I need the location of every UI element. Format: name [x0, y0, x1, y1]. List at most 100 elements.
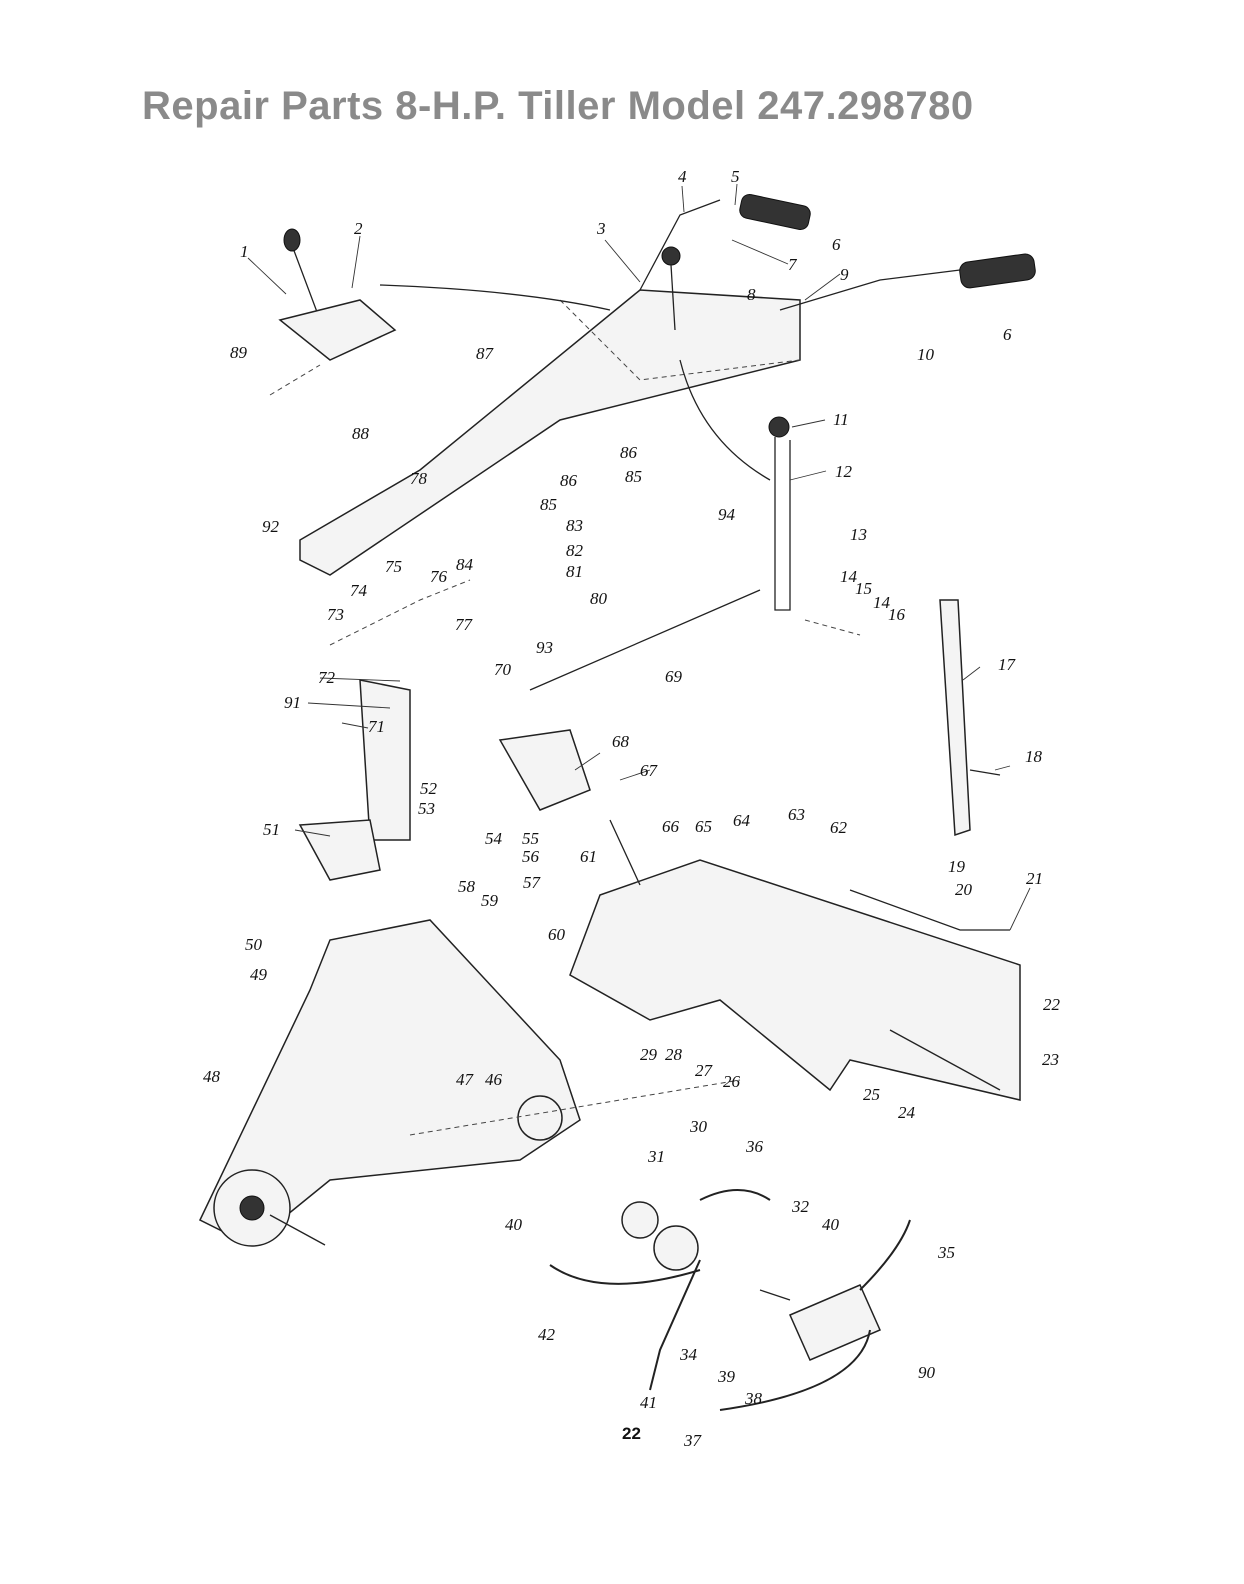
part-label: 63	[788, 805, 805, 824]
part-label: 4	[678, 167, 687, 186]
throttle-control	[269, 228, 611, 396]
part-label: 86	[620, 443, 638, 462]
part-labels: 1 2 3 4 5 6 6 7 8 9 10 11 12 13 14 14 15…	[203, 167, 1061, 1450]
part-label: 14	[840, 567, 858, 586]
part-label: 17	[998, 655, 1017, 674]
part-label: 69	[665, 667, 683, 686]
part-label: 93	[536, 638, 553, 657]
part-label: 2	[354, 219, 363, 238]
part-label: 94	[718, 505, 736, 524]
page-title: Repair Parts 8-H.P. Tiller Model 247.298…	[142, 84, 974, 128]
part-label: 30	[689, 1117, 708, 1136]
part-label: 66	[662, 817, 680, 836]
part-label: 85	[625, 467, 642, 486]
part-label: 23	[1042, 1050, 1059, 1069]
part-label: 75	[385, 557, 402, 576]
part-label: 56	[522, 847, 540, 866]
part-label: 22	[1043, 995, 1061, 1014]
part-label: 21	[1026, 869, 1043, 888]
part-label: 71	[368, 717, 385, 736]
part-label: 60	[548, 925, 566, 944]
part-label: 40	[505, 1215, 523, 1234]
handlebar-assembly	[299, 193, 1036, 576]
part-label: 3	[596, 219, 606, 238]
chain-case	[199, 919, 741, 1247]
part-label: 51	[263, 820, 280, 839]
part-label: 18	[1025, 747, 1043, 766]
part-label: 16	[888, 605, 906, 624]
part-label: 54	[485, 829, 503, 848]
part-label: 46	[485, 1070, 503, 1089]
part-label: 52	[420, 779, 438, 798]
part-label: 53	[418, 799, 435, 818]
part-label: 76	[430, 567, 448, 586]
part-label: 77	[455, 615, 474, 634]
part-label: 9	[840, 265, 849, 284]
part-label: 15	[855, 579, 872, 598]
part-label: 5	[731, 167, 740, 186]
part-label: 26	[723, 1072, 741, 1091]
part-label: 25	[863, 1085, 880, 1104]
part-label: 87	[476, 344, 495, 363]
part-label: 70	[494, 660, 512, 679]
depth-stake	[939, 599, 1001, 837]
part-label: 58	[458, 877, 476, 896]
part-label: 86	[560, 471, 578, 490]
wheel-bracket	[298, 579, 641, 886]
part-label: 83	[566, 516, 583, 535]
part-label: 6	[1003, 325, 1012, 344]
leader-lines	[247, 183, 1031, 931]
part-label: 64	[733, 811, 751, 830]
part-label: 40	[822, 1215, 840, 1234]
part-label: 31	[647, 1147, 665, 1166]
part-label: 90	[918, 1363, 936, 1382]
part-label: 48	[203, 1067, 221, 1086]
part-label: 78	[410, 469, 428, 488]
part-label: 55	[522, 829, 539, 848]
part-label: 91	[284, 693, 301, 712]
part-label: 72	[318, 668, 336, 687]
part-label: 74	[350, 581, 368, 600]
part-label: 14	[873, 593, 891, 612]
part-label: 80	[590, 589, 608, 608]
shift-lever	[529, 359, 861, 691]
part-label: 12	[835, 462, 853, 481]
part-label: 92	[262, 517, 280, 536]
tine-hood	[569, 859, 1021, 1101]
part-label: 42	[538, 1325, 556, 1344]
part-label: 27	[695, 1061, 714, 1080]
part-label: 39	[717, 1367, 736, 1386]
part-label: 19	[948, 857, 966, 876]
part-label: 82	[566, 541, 584, 560]
part-label: 24	[898, 1103, 916, 1122]
part-label: 35	[937, 1243, 955, 1262]
part-label: 62	[830, 818, 848, 837]
part-label: 65	[695, 817, 712, 836]
part-label: 57	[523, 873, 542, 892]
part-label: 29	[640, 1045, 658, 1064]
part-label: 88	[352, 424, 370, 443]
page-number: 22	[622, 1424, 641, 1443]
part-label: 73	[327, 605, 344, 624]
part-label: 81	[566, 562, 583, 581]
part-label: 61	[580, 847, 597, 866]
part-label: 85	[540, 495, 557, 514]
part-label: 89	[230, 343, 248, 362]
part-label: 41	[640, 1393, 657, 1412]
part-label: 34	[679, 1345, 698, 1364]
part-label: 13	[850, 525, 867, 544]
part-label: 28	[665, 1045, 683, 1064]
part-label: 84	[456, 555, 474, 574]
part-label: 20	[955, 880, 973, 899]
part-label: 32	[791, 1197, 810, 1216]
part-label: 10	[917, 345, 935, 364]
part-label: 1	[240, 242, 249, 261]
part-label: 38	[744, 1389, 763, 1408]
part-label: 50	[245, 935, 263, 954]
part-label: 7	[788, 255, 798, 274]
part-label: 6	[832, 235, 841, 254]
part-label: 36	[745, 1137, 764, 1156]
part-label: 67	[640, 761, 659, 780]
part-label: 59	[481, 891, 499, 910]
